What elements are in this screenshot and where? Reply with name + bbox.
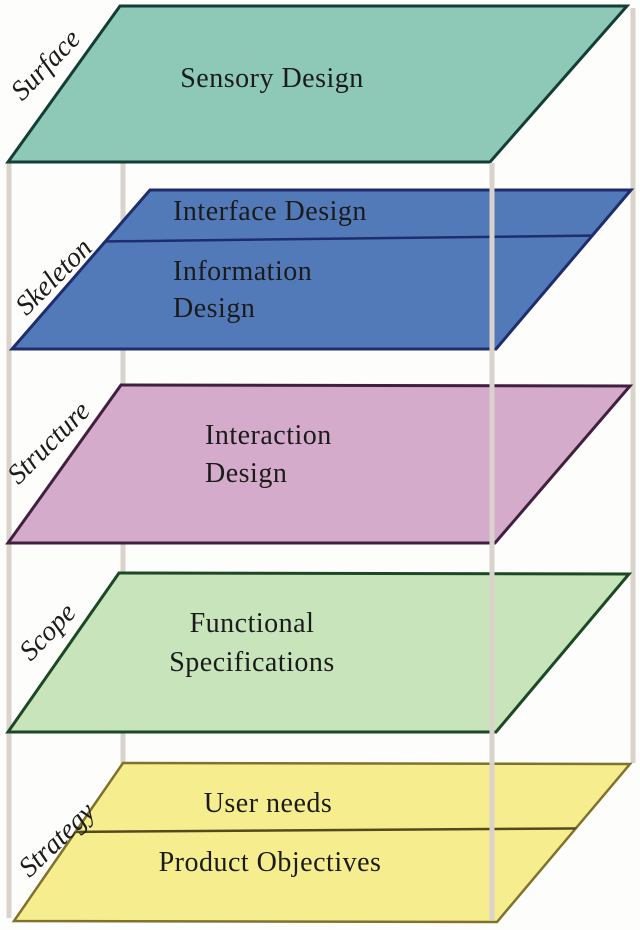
structure-parallelogram (5, 383, 634, 545)
plane-scope: Functional Specifications Scope (5, 571, 633, 734)
plane-strategy: User needs Product Objectives Strategy (11, 761, 633, 924)
scope-parallelogram (5, 571, 633, 734)
structure-text-design: Design (205, 458, 287, 489)
scope-text-specifications: Specifications (169, 647, 335, 678)
strategy-parallelogram (11, 761, 633, 924)
skeleton-text-interface-design: Interface Design (173, 196, 367, 227)
surface-parallelogram (5, 4, 631, 164)
skeleton-parallelogram (8, 188, 635, 351)
skeleton-divider-line (59, 233, 631, 244)
strategy-text-product-objectives: Product Objectives (159, 847, 382, 878)
scope-text-functional: Functional (190, 608, 315, 639)
strategy-divider-line (59, 826, 630, 834)
skeleton-text-information: Information (173, 256, 312, 287)
plane-skeleton: Interface Design Information Design Skel… (8, 188, 635, 351)
skeleton-text-design: Design (173, 293, 255, 324)
structure-text-interaction: Interaction (205, 420, 332, 451)
strategy-text-user-needs: User needs (204, 788, 333, 819)
surface-text-sensory-design: Sensory Design (180, 63, 364, 94)
